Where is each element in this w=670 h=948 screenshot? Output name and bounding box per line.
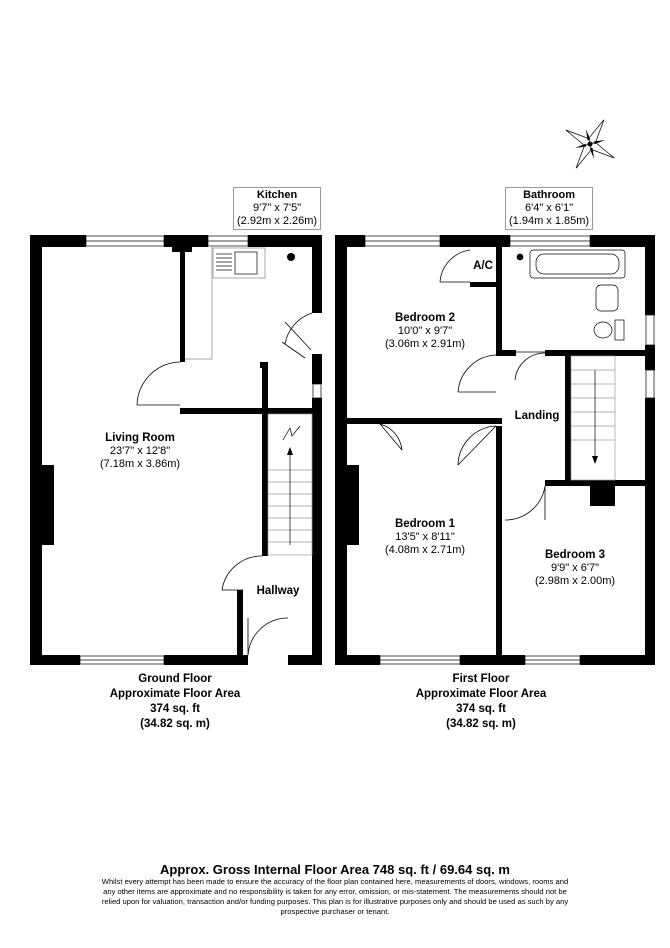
- room-dimensions-imperial: 10'0" x 9'7": [397, 325, 453, 337]
- room-dimensions-metric: (1.94m x 1.85m): [509, 215, 590, 227]
- total-floor-area: Approx. Gross Internal Floor Area 748 sq…: [160, 862, 510, 877]
- floor-area-sqm: (34.82 sq. m): [446, 718, 516, 730]
- room-dimensions-metric: (3.06m x 2.91m): [384, 338, 466, 350]
- living-room-label: Living Room 23'7" x 12'8" (7.18m x 3.86m…: [100, 432, 180, 471]
- bathroom-fittings: [516, 249, 626, 341]
- ground-floor-doors: [136, 312, 313, 656]
- landing-label: Landing: [514, 410, 560, 422]
- room-dimensions-metric: (7.18m x 3.86m): [99, 458, 181, 470]
- floor-name: First Floor: [452, 673, 510, 685]
- room-dimensions-imperial: 13'5" x 8'11": [395, 531, 455, 543]
- floor-area-sqft: 374 sq. ft: [456, 703, 506, 715]
- floor-area-sqft: 374 sq. ft: [150, 703, 200, 715]
- compass-icon: [565, 119, 615, 169]
- ac-label: A/C: [473, 260, 493, 272]
- footer: Approx. Gross Internal Floor Area 748 sq…: [0, 862, 670, 917]
- room-name: Bedroom 3: [544, 549, 606, 561]
- room-name: Living Room: [105, 432, 175, 444]
- ground-floor-windows: [79, 235, 322, 665]
- kitchen-label: Kitchen 9'7" x 7'5" (2.92m x 2.26m): [233, 187, 322, 230]
- bathroom-label: Bathroom 6'4" x 6'1" (1.94m x 1.85m): [505, 187, 594, 230]
- room-name: Bathroom: [523, 189, 576, 201]
- kitchen-fittings: [185, 247, 295, 360]
- first-floor-windows: [364, 235, 655, 665]
- floor-name: Ground Floor: [138, 673, 212, 685]
- first-floor-summary: First Floor Approximate Floor Area 374 s…: [416, 672, 547, 732]
- first-floor-stairs: [570, 355, 616, 481]
- bedroom1-label: Bedroom 1 13'5" x 8'11" (4.08m x 2.71m): [385, 518, 465, 557]
- floor-subtitle: Approximate Floor Area: [109, 688, 241, 700]
- room-name: Bedroom 1: [394, 518, 456, 530]
- room-dimensions-metric: (4.08m x 2.71m): [384, 544, 466, 556]
- room-dimensions-imperial: 23'7" x 12'8": [109, 445, 171, 457]
- room-name: Kitchen: [256, 189, 298, 201]
- room-dimensions-imperial: 6'4" x 6'1": [525, 202, 574, 214]
- room-dimensions-imperial: 9'9" x 6'7": [550, 562, 600, 574]
- hallway-label: Hallway: [256, 585, 300, 597]
- ground-floor-summary: Ground Floor Approximate Floor Area 374 …: [110, 672, 241, 732]
- room-dimensions-metric: (2.92m x 2.26m): [237, 215, 318, 227]
- floor-area-sqm: (34.82 sq. m): [140, 718, 210, 730]
- ground-floor-walls: [30, 235, 322, 665]
- first-floor-walls: [335, 235, 655, 665]
- first-floor-doors: [379, 249, 546, 521]
- bedroom2-label: Bedroom 2 10'0" x 9'7" (3.06m x 2.91m): [385, 312, 465, 351]
- room-dimensions-imperial: 9'7" x 7'5": [253, 202, 302, 214]
- ground-floor-stairs: [267, 413, 313, 556]
- disclaimer: Whilst every attempt has been made to en…: [101, 877, 569, 916]
- floor-subtitle: Approximate Floor Area: [415, 688, 547, 700]
- bedroom3-label: Bedroom 3 9'9" x 6'7" (2.98m x 2.00m): [535, 549, 615, 588]
- room-name: Bedroom 2: [394, 312, 456, 324]
- room-dimensions-metric: (2.98m x 2.00m): [534, 575, 616, 587]
